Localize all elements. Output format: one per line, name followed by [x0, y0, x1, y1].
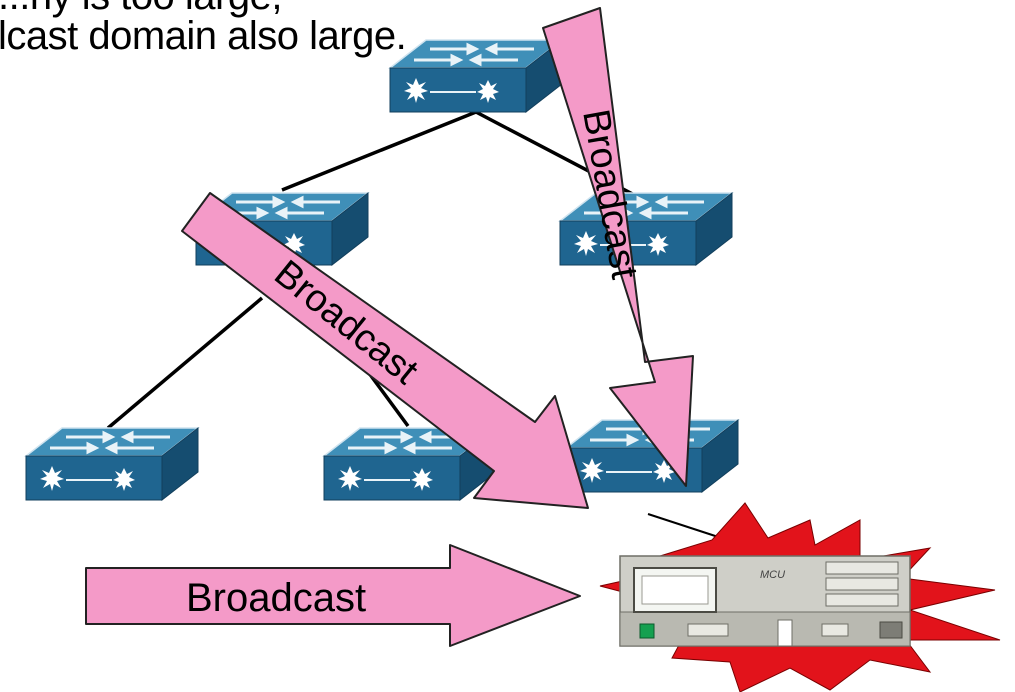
- mcu-label: MCU: [760, 569, 785, 581]
- slide-text-line-2: lcast domain also large.: [0, 14, 407, 58]
- access-switch-left-icon: [24, 426, 200, 502]
- distribution-switch-right-icon: [558, 191, 734, 267]
- link-distribution-to-access-left: [106, 296, 264, 430]
- broadcast-right-label: Broadcast: [186, 576, 366, 620]
- mcu-device-icon: MCU: [619, 555, 911, 647]
- link-core-to-distribution-left: [281, 110, 477, 192]
- broadcast-diagonal-label: Broadcast: [266, 252, 426, 393]
- slide-text-line-1: ...ny is too large,: [0, 0, 282, 16]
- broadcast-arrow-right: Broadcast: [85, 544, 581, 647]
- core-switch-icon: [388, 38, 564, 114]
